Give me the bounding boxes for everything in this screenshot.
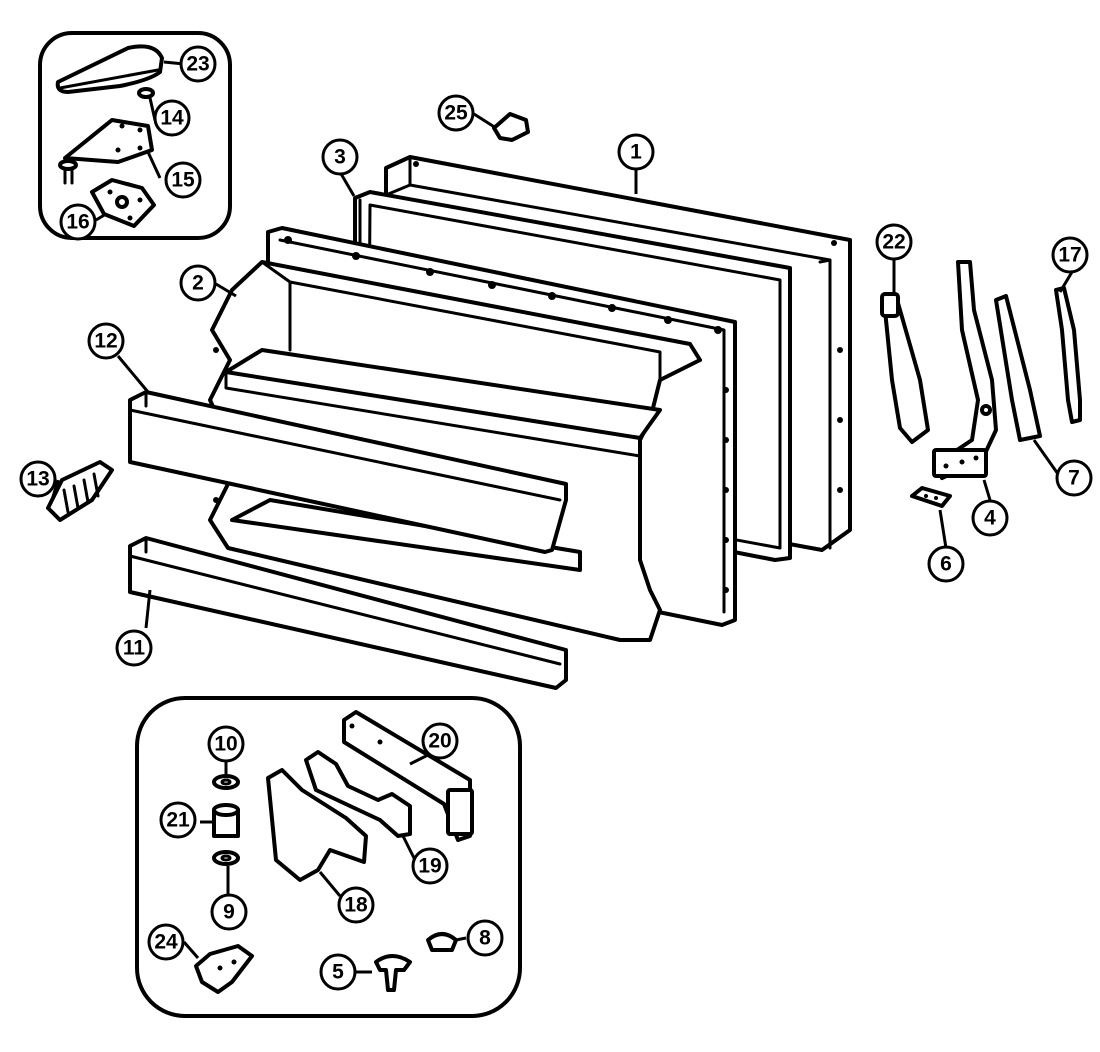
callout-6: 6 <box>927 545 965 583</box>
callout-22: 22 <box>875 223 913 261</box>
callout-15: 15 <box>164 161 202 199</box>
bottom-hinge-bracket <box>194 944 254 994</box>
callout-23: 23 <box>179 45 217 83</box>
callout-4: 4 <box>971 499 1009 537</box>
door-plug <box>374 954 412 992</box>
handle-trim-side <box>994 294 1042 442</box>
callout-label: 18 <box>344 894 368 917</box>
bin-end-cap <box>46 460 114 522</box>
callout-25: 25 <box>437 94 475 132</box>
top-hinge-plate <box>63 118 154 164</box>
callout-21: 21 <box>159 801 197 839</box>
callout-12: 12 <box>87 322 125 360</box>
callout-label: 25 <box>444 102 468 125</box>
callout-11: 11 <box>115 629 153 667</box>
leader-lines <box>50 60 1074 974</box>
handle-bracket <box>934 260 998 480</box>
callout-label: 23 <box>186 53 209 76</box>
callout-label: 17 <box>1058 244 1081 267</box>
callout-2: 2 <box>179 264 217 302</box>
callout-label: 19 <box>418 855 441 878</box>
callout-10: 10 <box>207 725 245 763</box>
callout-5: 5 <box>319 953 357 991</box>
top-washer <box>212 774 240 790</box>
upper-door-shelf <box>224 348 662 440</box>
callout-label: 11 <box>123 637 146 660</box>
callout-13: 13 <box>19 460 57 498</box>
callout-label: 22 <box>882 231 905 254</box>
callout-label: 4 <box>984 507 996 530</box>
callout-label: 2 <box>192 272 204 295</box>
callout-label: 15 <box>171 169 195 192</box>
hardware-detail-inset <box>135 696 522 1018</box>
callout-1: 1 <box>617 133 655 171</box>
callout-20: 20 <box>421 722 459 760</box>
bracket-plate <box>910 486 952 508</box>
callout-label: 7 <box>1068 467 1080 490</box>
callout-label: 13 <box>26 468 49 491</box>
callout-label: 24 <box>154 931 178 954</box>
callout-label: 21 <box>166 809 190 832</box>
bottom-washer <box>212 850 240 866</box>
callout-label: 1 <box>630 141 642 164</box>
callout-label: 14 <box>160 107 184 130</box>
callout-14: 14 <box>153 99 191 137</box>
callout-label: 5 <box>332 961 344 984</box>
callout-18: 18 <box>337 886 375 924</box>
hinge-bracket-upper <box>342 710 472 842</box>
callout-label: 8 <box>479 927 491 950</box>
callout-label: 20 <box>428 730 451 753</box>
callout-label: 6 <box>940 553 952 576</box>
door-stop <box>492 112 530 142</box>
callout-8: 8 <box>466 919 504 957</box>
callout-19: 19 <box>411 847 449 885</box>
handle-strip <box>1054 286 1082 424</box>
hinge-detail-inset <box>38 31 232 240</box>
callout-17: 17 <box>1051 236 1089 274</box>
hinge-bracket-lower <box>266 768 368 882</box>
callout-label: 16 <box>66 211 89 234</box>
callout-label: 12 <box>94 330 117 353</box>
hinge-cap <box>137 87 155 99</box>
callout-24: 24 <box>147 923 185 961</box>
callout-label: 9 <box>223 901 235 924</box>
callout-3: 3 <box>321 138 359 176</box>
callout-7: 7 <box>1055 459 1093 497</box>
hinge-bracket-middle <box>304 750 412 838</box>
callout-9: 9 <box>210 893 248 931</box>
hinge-cover <box>55 44 164 94</box>
callout-label: 10 <box>214 733 237 756</box>
lower-door-bin <box>230 498 582 572</box>
callout-16: 16 <box>59 203 97 241</box>
callout-label: 3 <box>334 146 346 169</box>
screw-cap <box>426 932 458 952</box>
